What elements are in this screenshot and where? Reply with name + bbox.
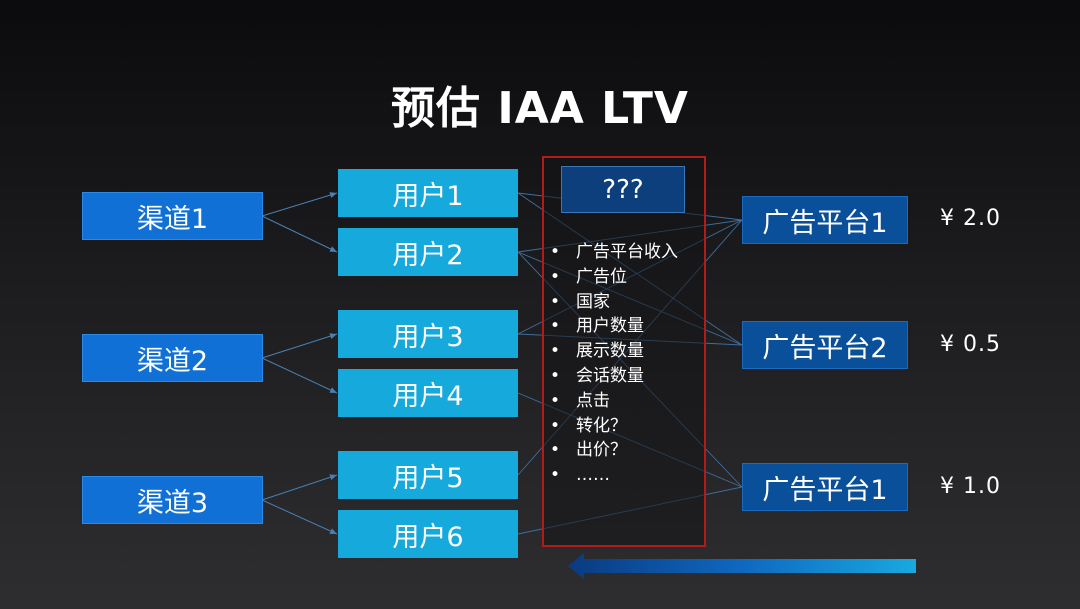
page-title: 预估 IAA LTV xyxy=(391,83,689,134)
connector-channel1-user2 xyxy=(261,215,338,253)
unknown-box: ??? xyxy=(561,166,685,213)
back-arrow-icon xyxy=(568,553,916,579)
channel-box-2: 渠道2 xyxy=(82,334,263,382)
user-box-5: 用户5 xyxy=(338,451,518,499)
list-item: •点击 xyxy=(550,390,610,411)
highlight-box xyxy=(542,156,706,547)
list-item: •展示数量 xyxy=(550,341,644,362)
list-item: •会话数量 xyxy=(550,365,644,386)
connector-channel2-user3 xyxy=(261,333,338,359)
user-box-1: 用户1 xyxy=(338,169,518,217)
platform-box-2: 广告平台2 xyxy=(742,321,908,369)
platform-box-1: 广告平台1 xyxy=(742,196,908,244)
user-box-4: 用户4 xyxy=(338,369,518,417)
user-box-2: 用户2 xyxy=(338,228,518,276)
price-label-3: ¥ 1.0 xyxy=(940,474,1001,499)
list-item: •国家 xyxy=(550,291,610,312)
list-item: •…… xyxy=(550,465,610,486)
channel-box-3: 渠道3 xyxy=(82,476,263,524)
connector-channel3-user5 xyxy=(261,474,338,501)
list-item: •广告位 xyxy=(550,266,627,287)
platform-box-3: 广告平台1 xyxy=(742,463,908,511)
list-item: •广告平台收入 xyxy=(550,242,678,262)
price-label-2: ¥ 0.5 xyxy=(940,332,1001,357)
channel-box-1: 渠道1 xyxy=(82,192,263,240)
list-item: •转化？ xyxy=(550,415,627,436)
connector-channel3-user6 xyxy=(261,499,338,535)
factor-list: •广告平台收入 •广告位 •国家 •用户数量 •展示数量 •会话数量 •点击 •… xyxy=(550,240,678,488)
user-box-3: 用户3 xyxy=(338,310,518,358)
connector-channel2-user4 xyxy=(261,357,338,394)
list-item: •出价？ xyxy=(550,440,627,461)
user-box-6: 用户6 xyxy=(338,510,518,558)
price-label-1: ¥ 2.0 xyxy=(940,206,1001,231)
connector-channel1-user1 xyxy=(261,192,338,217)
list-item: •用户数量 xyxy=(550,316,644,337)
